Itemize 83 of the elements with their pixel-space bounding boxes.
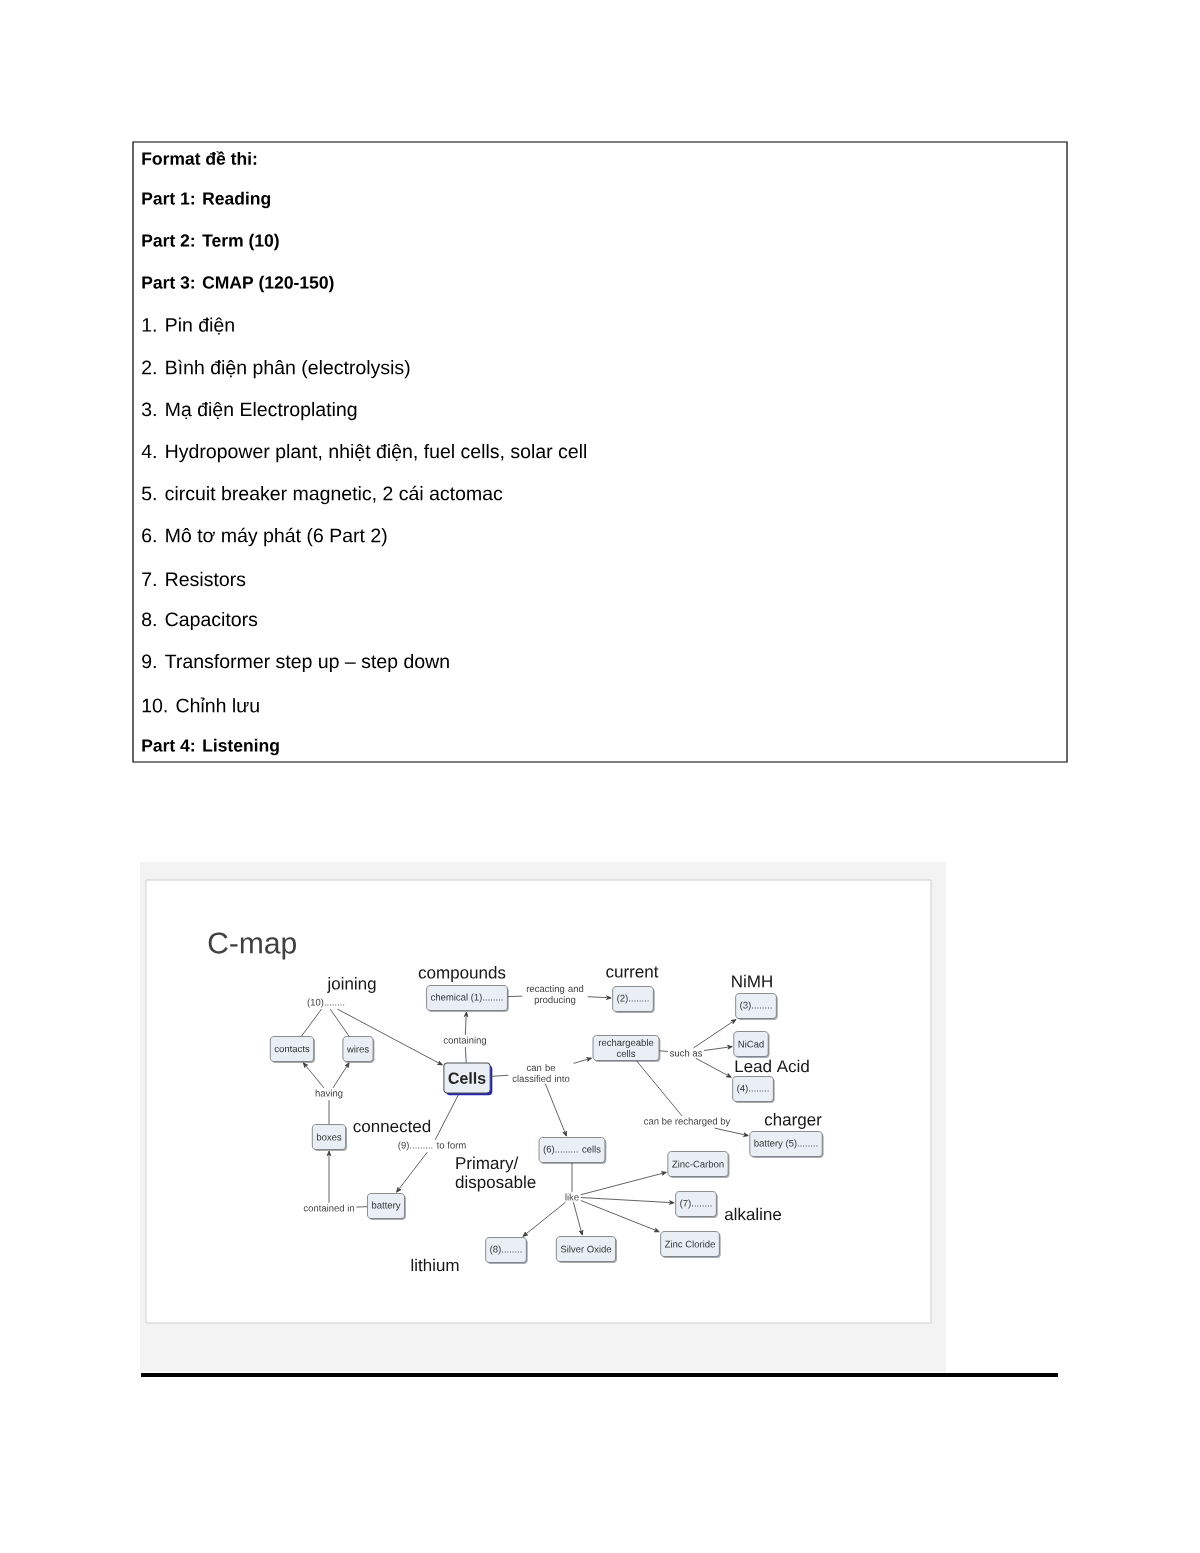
connector-line (507, 995, 523, 997)
connector-line (355, 1206, 368, 1208)
concept-box: battery (367, 1193, 406, 1220)
list-item: 2. Bình điện phân (electrolysis) (142, 359, 410, 379)
concept-box: rechargeable cells (592, 1035, 661, 1062)
concept-box: wires (342, 1036, 375, 1063)
list-item: 4. Hydropower plant, nhiệt điện, fuel cells, solar cell (141, 443, 586, 463)
annotation-text: charger (764, 1113, 822, 1129)
annotation-text: connected (353, 1119, 431, 1133)
linking-phrase: (10)........ (307, 998, 345, 1008)
annotation-text: joining (327, 977, 376, 993)
arrow (332, 1062, 350, 1089)
arrow (714, 1127, 749, 1137)
heading-text: Format đề thi: (142, 151, 257, 165)
concept-box: battery (5)........ (749, 1131, 824, 1158)
linking-phrase: recacting and producing (526, 985, 584, 1005)
connector-line (328, 1099, 330, 1125)
connector-line (434, 1093, 460, 1141)
linking-phrase: can be classified into (512, 1064, 570, 1082)
connector-line (571, 1162, 573, 1193)
linking-phrase: can be recharged by (644, 1117, 731, 1127)
connector-line (301, 1008, 322, 1037)
arrow (522, 1201, 566, 1237)
concept-box: Cells (443, 1062, 493, 1096)
heading-text: Part 1: Reading (142, 191, 270, 209)
connector-line (490, 1074, 509, 1077)
arrow (326, 1150, 332, 1204)
arrow (337, 1008, 443, 1066)
annotation-text: Primary/ disposable (455, 1156, 536, 1192)
list-item: 6. Mô tơ máy phát (6 Part 2) (142, 527, 387, 547)
annotation-text: compounds (418, 966, 506, 982)
concept-box: (8)........ (485, 1237, 528, 1264)
arrow (695, 1057, 732, 1078)
arrow (693, 1019, 737, 1049)
list-item: 9. Transformer step up – step down (142, 653, 449, 673)
arrow (580, 1197, 675, 1205)
concept-box: NiCad (733, 1031, 770, 1058)
linking-phrase: containing (443, 1036, 487, 1046)
concept-box: (6)......... cells (538, 1137, 607, 1164)
concept-box: contacts (269, 1036, 316, 1063)
arrow (580, 1200, 660, 1233)
annotation-text: lithium (411, 1258, 459, 1272)
connector-line (464, 1046, 467, 1063)
list-item: 1. Pin điện (142, 317, 234, 335)
arrow (580, 1171, 667, 1196)
list-item: 8. Capacitors (142, 611, 258, 631)
concept-box: boxes (311, 1124, 348, 1151)
linking-phrase: like (565, 1193, 579, 1201)
concept-box: (7)........ (675, 1191, 718, 1218)
arrow (587, 995, 612, 1000)
concept-box: (3)........ (735, 993, 778, 1020)
linking-phrase: contained in (303, 1204, 354, 1212)
concept-box: Zinc-Carbon (667, 1151, 730, 1178)
heading-text: Part 4: Listening (142, 738, 279, 756)
heading-text: Part 2: Term (10) (142, 233, 279, 251)
annotation-text: current (606, 966, 659, 978)
arrow (703, 1045, 733, 1051)
heading-text: Part 3: CMAP (120-150) (142, 275, 334, 293)
arrow (396, 1151, 428, 1193)
linking-phrase: having (315, 1089, 343, 1099)
annotation-text: alkaline (724, 1207, 782, 1221)
arrow (302, 1062, 325, 1089)
linking-phrase: such as (669, 1049, 702, 1057)
list-item: 10. Chỉnh lưu (142, 697, 259, 713)
arrow (463, 1011, 469, 1036)
list-item: 5. circuit breaker magnetic, 2 cái actomac (142, 485, 503, 505)
concept-box: Zinc Cloride (660, 1231, 721, 1258)
arrow (544, 1083, 567, 1137)
title: C-map (208, 932, 296, 960)
list-item: 7. Resistors (142, 571, 246, 587)
annotation-text: Lead Acid (735, 1059, 809, 1073)
concept-box: (2)........ (612, 986, 655, 1013)
connector-line (659, 1050, 669, 1052)
annotation-text: NiMH (732, 974, 772, 988)
connector-line (636, 1060, 683, 1117)
list-item: 3. Mạ điện Electroplating (141, 401, 357, 421)
linking-phrase: (9)......... to form (398, 1141, 466, 1151)
arrow (573, 1057, 592, 1064)
concept-box: chemical (1)........ (426, 985, 509, 1012)
connector-line (329, 1008, 350, 1037)
concept-box: Silver Oxide (556, 1236, 617, 1263)
arrow (573, 1201, 584, 1236)
concept-box: (4)........ (732, 1076, 775, 1103)
